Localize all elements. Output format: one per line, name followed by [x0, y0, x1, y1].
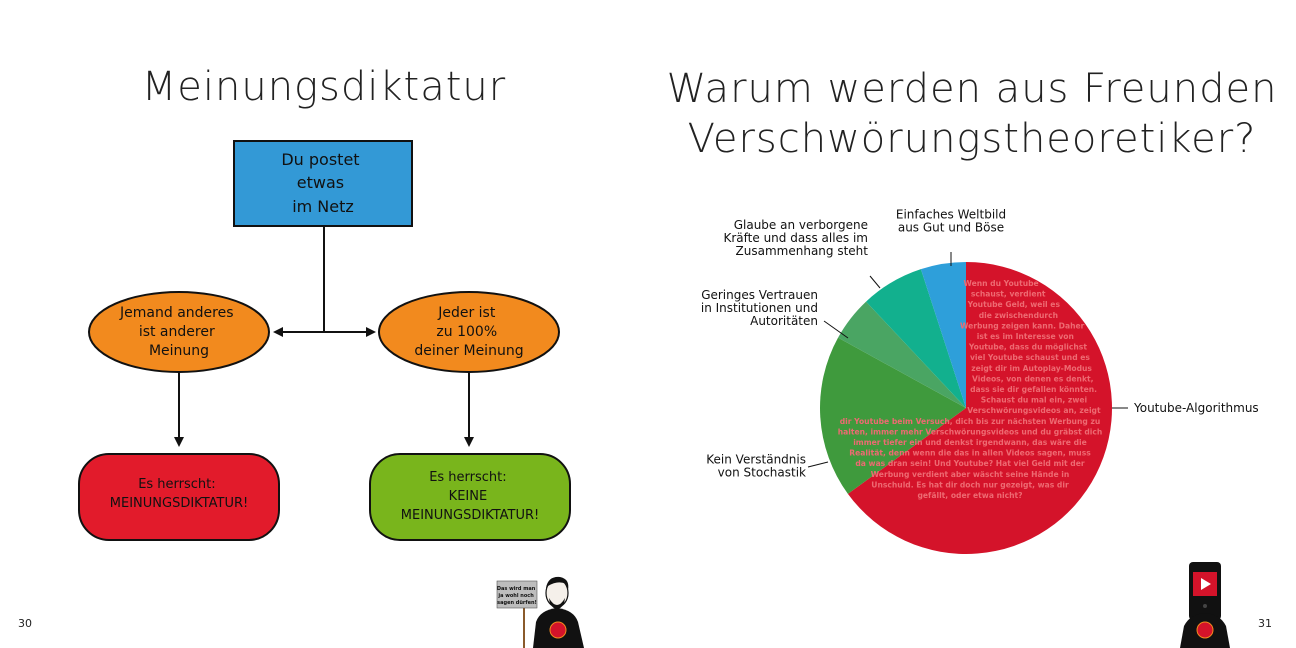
pie-slice — [838, 301, 966, 408]
right-oval — [378, 291, 560, 373]
pie-inner-text-line: Youtube Geld, weil es — [967, 300, 1061, 309]
pie-inner-text-line: da was dran sein! Und Youtube? Hat viel … — [855, 459, 1085, 468]
protester-illustration: Das wird man ja wohl noch sagen dürfen! — [496, 576, 584, 648]
right-result-line-2: KEINE — [449, 489, 488, 504]
pie-inner-text-line: immer tiefer ein und denkst irgendwann, … — [853, 438, 1087, 447]
pie-leader-line — [807, 461, 829, 468]
pie-inner-text-line: Realität, denn wenn die das in allen Vid… — [849, 449, 1091, 458]
pie-slice — [820, 337, 966, 494]
left-oval-line-3: Meinung — [149, 343, 209, 359]
pie-label: Youtube-Algorithmus — [1133, 401, 1259, 415]
pie-inner-text-line: zeigt dir im Autoplay-Modus — [971, 364, 1092, 373]
left-result-line-2: MEINUNGSDIKTATUR! — [110, 496, 248, 511]
right-result-line-3: MEINUNGSDIKTATUR! — [401, 508, 539, 523]
page-number-right: 31 — [1258, 617, 1272, 630]
sign-line-2: ja wohl noch — [497, 593, 534, 599]
pie-inner-text-line: Wenn du Youtube — [963, 279, 1038, 288]
pie-inner-text-line: Videos, von denen es denkt, — [972, 374, 1094, 383]
pie-chart: Wenn du Youtube schaust, verdientYoutube … — [701, 208, 1259, 648]
pie-inner-text-line: Unschuld. Es hat dir doch nur gezeigt, w… — [871, 480, 1069, 489]
page-title-right: Warum werden aus Freunden Verschwörungst… — [648, 64, 1296, 164]
pie-inner-text-line: viel Youtube schaust und es — [970, 353, 1090, 362]
pie-inner-text-line: Werbung verdient aber wäscht seine Hände… — [871, 470, 1070, 479]
top-box-line-2: etwas — [297, 173, 344, 192]
pie-inner-text-line: dir Youtube beim Versuch, dich bis zur n… — [840, 417, 1101, 426]
left-oval — [88, 291, 270, 373]
flowchart: Du postet etwas im Netz Jemand anderes i… — [78, 140, 584, 648]
pie-inner-text-line: Schaust du mal ein, zwei — [981, 396, 1087, 405]
page-title-left: Meinungsdiktatur — [141, 64, 507, 110]
left-oval-line-2: ist anderer — [139, 324, 215, 340]
top-box — [233, 140, 413, 227]
phone-head-illustration — [1180, 562, 1230, 648]
left-oval-line-1: Jemand anderes — [119, 305, 233, 321]
pie-inner-text-line: gefällt, oder etwa nicht? — [917, 491, 1022, 500]
pie-inner-text-line: schaust, verdient — [971, 290, 1046, 299]
left-result-line-1: Es herrscht: — [138, 477, 215, 492]
pie-leader-line — [869, 275, 881, 289]
pie-slices — [820, 262, 1112, 554]
svg-text:Das wird man ja wohl noc: Das wird man ja wohl noch sagen dürfen! — [497, 586, 537, 606]
top-box-line-3: im Netz — [292, 197, 354, 216]
svg-text:Du postet etwas im Net: Du postet etwas im Netz — [281, 150, 364, 216]
page-number-left: 30 — [18, 617, 32, 630]
pie-inner-text-line: dass sie dir gefallen könnten. — [970, 385, 1097, 394]
pie-slice — [920, 262, 966, 408]
right-result-box — [369, 453, 571, 541]
top-box-line-1: Du postet — [281, 150, 359, 169]
pie-inner-text-line: die zwischendurch — [979, 311, 1058, 320]
right-oval-line-1: Jeder ist — [437, 305, 496, 321]
pie-slice — [847, 262, 1112, 554]
svg-text:Jeder ist zu 100% dein: Jeder ist zu 100% deiner Meinung — [414, 305, 523, 359]
svg-text:Jemand anderes ist anderer: Jemand anderes ist anderer Meinung — [119, 305, 238, 359]
pie-inner-text-line: Youtube, dass du möglichst — [968, 343, 1088, 352]
pie-leader-lines — [807, 252, 1128, 468]
pie-slice — [866, 269, 966, 408]
pie-inner-text-line: Verschwörungsvideos an, zeigt — [967, 406, 1101, 415]
sign-line-1: Das wird man — [497, 586, 536, 592]
right-oval-line-2: zu 100% — [436, 324, 497, 340]
right-oval-line-3: deiner Meinung — [414, 343, 523, 359]
title-line-1: Warum werden aus Freunden — [666, 66, 1278, 112]
pie-leader-line — [823, 320, 849, 339]
title-line-2: Verschwörungstheoretiker? — [687, 116, 1257, 162]
right-result-line-1: Es herrscht: — [429, 470, 506, 485]
sign-line-3: sagen dürfen! — [497, 600, 537, 606]
pie-inner-text-line: halten, immer mehr Verschwörungsvideos u… — [838, 427, 1103, 436]
svg-text:Es herrscht: KEINE MEI: Es herrscht: KEINE MEINUNGSDIKTATUR! — [401, 470, 539, 523]
svg-text:Es herrscht: MEINUNGSDIKTA: Es herrscht: MEINUNGSDIKTATUR! — [110, 477, 248, 511]
left-result-box — [78, 453, 280, 541]
pie-inner-text: Wenn du Youtube schaust, verdientYoutube … — [838, 279, 1103, 500]
pie-inner-text-line: Werbung zeigen kann. Daher — [960, 321, 1085, 330]
pie-inner-text-line: ist es im Interesse von — [977, 332, 1074, 341]
